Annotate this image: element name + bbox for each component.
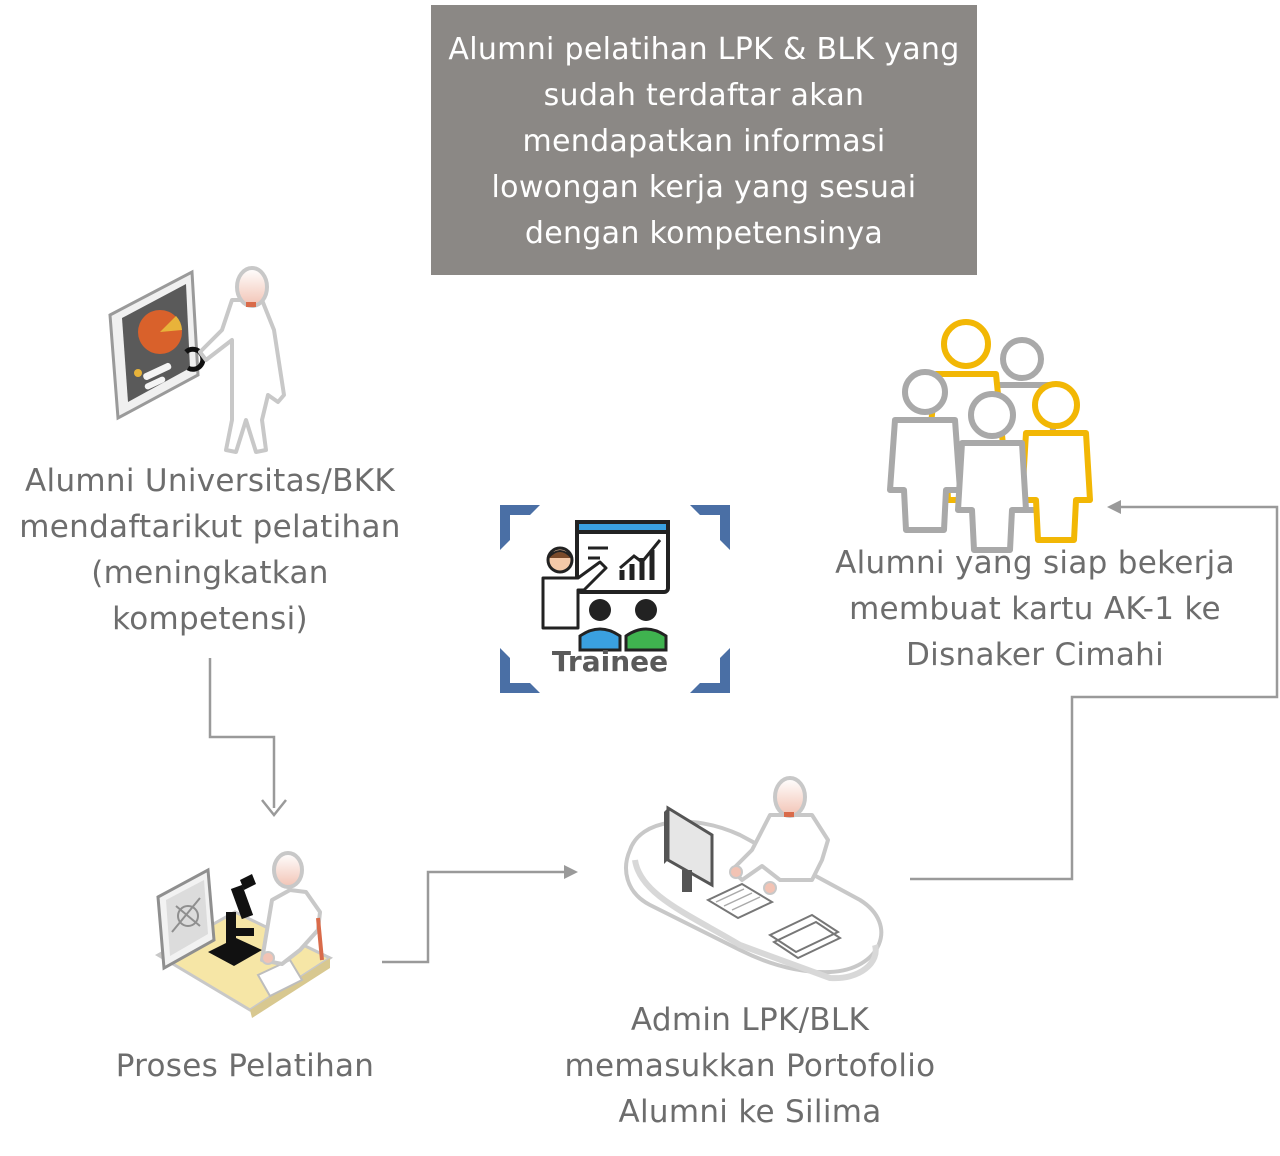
presenter-figure-icon	[108, 266, 286, 454]
connector-proses-to-admin	[382, 865, 578, 964]
info-line: Alumni pelatihan LPK & BLK yang	[448, 32, 960, 67]
label-line: membuat kartu AK-1 ke	[849, 591, 1221, 627]
label-line: kompetensi)	[112, 601, 308, 637]
connector-univ-to-proses	[208, 658, 287, 818]
lab-microscope-figure-icon	[155, 851, 334, 1018]
connector-admin-to-siap	[910, 500, 1279, 881]
label-line: Alumni Universitas/BKK	[25, 463, 395, 499]
trainee-label: Trainee	[551, 645, 669, 678]
label-line: Proses Pelatihan	[115, 1048, 375, 1084]
info-line: dengan kompetensinya	[524, 216, 884, 251]
info-line: mendapatkan informasi	[522, 124, 886, 159]
label-line: (meningkatkan	[91, 555, 329, 591]
label-line: Alumni yang siap bekerja	[835, 545, 1235, 581]
label-line: Alumni ke Silima	[618, 1094, 882, 1130]
label-line: memasukkan Portofolio	[564, 1048, 936, 1084]
desk-computer-figure-icon	[624, 776, 884, 982]
node-label-admin: Admin LPK/BLK memasukkan Portofolio Alum…	[540, 997, 960, 1135]
label-line: mendaftarikut pelatihan	[19, 509, 401, 545]
node-label-alumni-siap: Alumni yang siap bekerja membuat kartu A…	[800, 540, 1270, 678]
info-line: sudah terdaftar akan	[543, 78, 865, 113]
info-line: lowongan kerja yang sesuai	[491, 170, 917, 205]
node-label-proses-pelatihan: Proses Pelatihan	[60, 1043, 430, 1089]
trainee-presentation-icon	[500, 505, 730, 693]
label-line: Admin LPK/BLK	[630, 1002, 870, 1038]
info-box: Alumni pelatihan LPK & BLK yang sudah te…	[431, 5, 977, 275]
group-people-icon	[887, 319, 1093, 553]
node-label-alumni-universitas: Alumni Universitas/BKK mendaftarikut pel…	[0, 458, 420, 642]
label-line: Disnaker Cimahi	[905, 637, 1164, 673]
